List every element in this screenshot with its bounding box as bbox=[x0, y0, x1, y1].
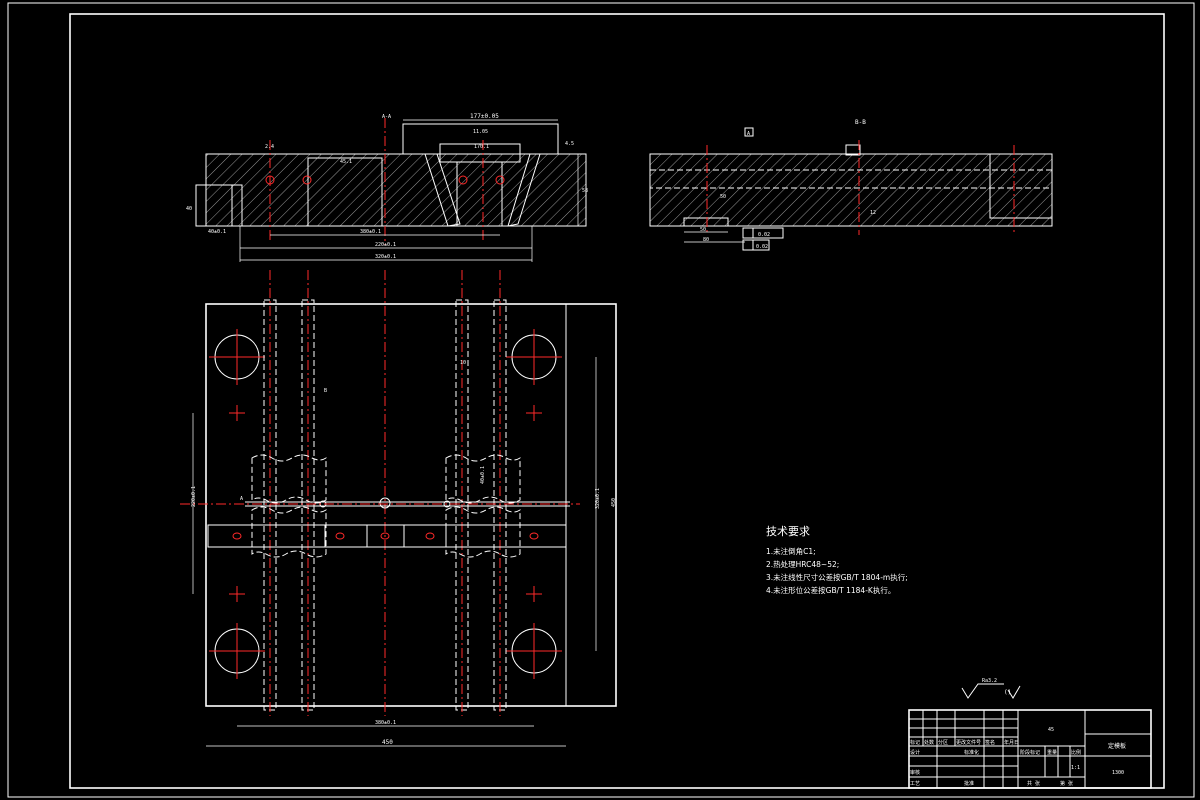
side-bottom-1: 50 bbox=[700, 227, 706, 233]
plan-slot-width: 10 bbox=[460, 360, 466, 366]
note-3: 3.未注线性尺寸公差按GB/T 1804-m执行; bbox=[766, 572, 908, 582]
part-name: 定模板 bbox=[1108, 742, 1126, 750]
plan-inner-width: 380±0.1 bbox=[375, 720, 396, 726]
title-block: 45 定模板 1300 1:1 标记 处数 分区 更改文件号 签名 年月日 设计… bbox=[908, 709, 1152, 789]
drawing-number: 1300 bbox=[1112, 770, 1124, 776]
side-section-view: B-B A 50 50 80 0.02 0.02 12 bbox=[649, 119, 1053, 251]
technical-notes: 技术要求 1.未注倒角C1; 2.热处理HRC48~52; 3.未注线性尺寸公差… bbox=[766, 525, 908, 595]
tb-approve: 批准 bbox=[964, 780, 974, 787]
note-1: 1.未注倒角C1; bbox=[766, 546, 816, 556]
dim-height-left: 40 bbox=[186, 206, 192, 212]
plan-vertical-2: 320±0.1 bbox=[595, 488, 601, 509]
outer-border bbox=[7, 2, 1195, 798]
plan-boss-height: 40±0.1 bbox=[480, 466, 486, 484]
surface-main: Ra3.2 bbox=[982, 678, 997, 684]
scale: 1:1 bbox=[1071, 765, 1080, 771]
tb-weight: 重量 bbox=[1047, 749, 1057, 756]
dim-top-slot: 177±0.05 bbox=[470, 113, 499, 120]
inner-border bbox=[69, 13, 1165, 789]
surface-other: () bbox=[1004, 689, 1011, 696]
tb-design: 设计 bbox=[910, 749, 920, 756]
tb-mark: 标记 bbox=[910, 739, 920, 746]
plan-overall-width: 450 bbox=[382, 739, 393, 746]
material: 45 bbox=[1048, 727, 1054, 733]
datum-a: A bbox=[747, 131, 750, 137]
tb-process: 工艺 bbox=[910, 781, 920, 787]
gdt-2: 0.02 bbox=[756, 244, 768, 250]
dim-bottom-2: 220±0.1 bbox=[375, 242, 396, 248]
tb-zone: 分区 bbox=[938, 739, 948, 746]
dim-angle: 45.1 bbox=[340, 159, 352, 165]
tb-standard: 标准化 bbox=[964, 749, 979, 756]
note-2: 2.热处理HRC48~52; bbox=[766, 559, 839, 569]
plan-height: 450 bbox=[611, 498, 617, 507]
tb-sheet-no: 第 张 bbox=[1060, 780, 1073, 787]
dim-a: 2.4 bbox=[265, 144, 274, 150]
side-depth: 12 bbox=[870, 210, 876, 216]
dim-bottom-1: 380±0.1 bbox=[360, 229, 381, 235]
surface-finish-symbol: Ra3.2 () bbox=[961, 678, 1021, 699]
plan-side-a: A bbox=[240, 496, 243, 502]
dim-slot-offset: 11.05 bbox=[473, 129, 488, 135]
tb-sign: 签名 bbox=[985, 739, 995, 746]
plan-view: 450 380±0.1 220±0.1 320±0.1 450 10 40±0.… bbox=[180, 270, 617, 747]
dim-bottom-3: 320±0.1 bbox=[375, 254, 396, 260]
tb-stage: 阶段标记 bbox=[1020, 749, 1040, 756]
side-section-label: B-B bbox=[855, 119, 866, 126]
plan-side-b: B bbox=[324, 388, 327, 394]
tb-sheets: 共 张 bbox=[1027, 780, 1040, 787]
front-section-view: 177±0.05 11.05 170.1 380±0.1 220±0.1 320… bbox=[186, 113, 588, 262]
tb-date: 年月日 bbox=[1004, 739, 1019, 746]
tb-count: 处数 bbox=[924, 739, 934, 746]
tb-scale-label: 比例 bbox=[1071, 749, 1081, 756]
dim-center-span: 170.1 bbox=[474, 144, 489, 150]
side-hole: 50 bbox=[720, 194, 726, 200]
note-4: 4.未注形位公差按GB/T 1184-K执行。 bbox=[766, 585, 895, 595]
front-section-label: A-A bbox=[382, 114, 391, 120]
plan-vertical-1: 220±0.1 bbox=[191, 486, 197, 507]
side-bottom-2: 80 bbox=[703, 237, 709, 243]
dim-height-right: 58 bbox=[582, 188, 588, 194]
dim-step: 4.5 bbox=[565, 141, 574, 147]
tb-check: 审核 bbox=[910, 769, 920, 776]
dim-left-pocket: 40±0.1 bbox=[208, 229, 226, 235]
tb-change-doc: 更改文件号 bbox=[956, 739, 981, 746]
gdt-1: 0.02 bbox=[758, 232, 770, 238]
notes-title: 技术要求 bbox=[766, 525, 810, 538]
